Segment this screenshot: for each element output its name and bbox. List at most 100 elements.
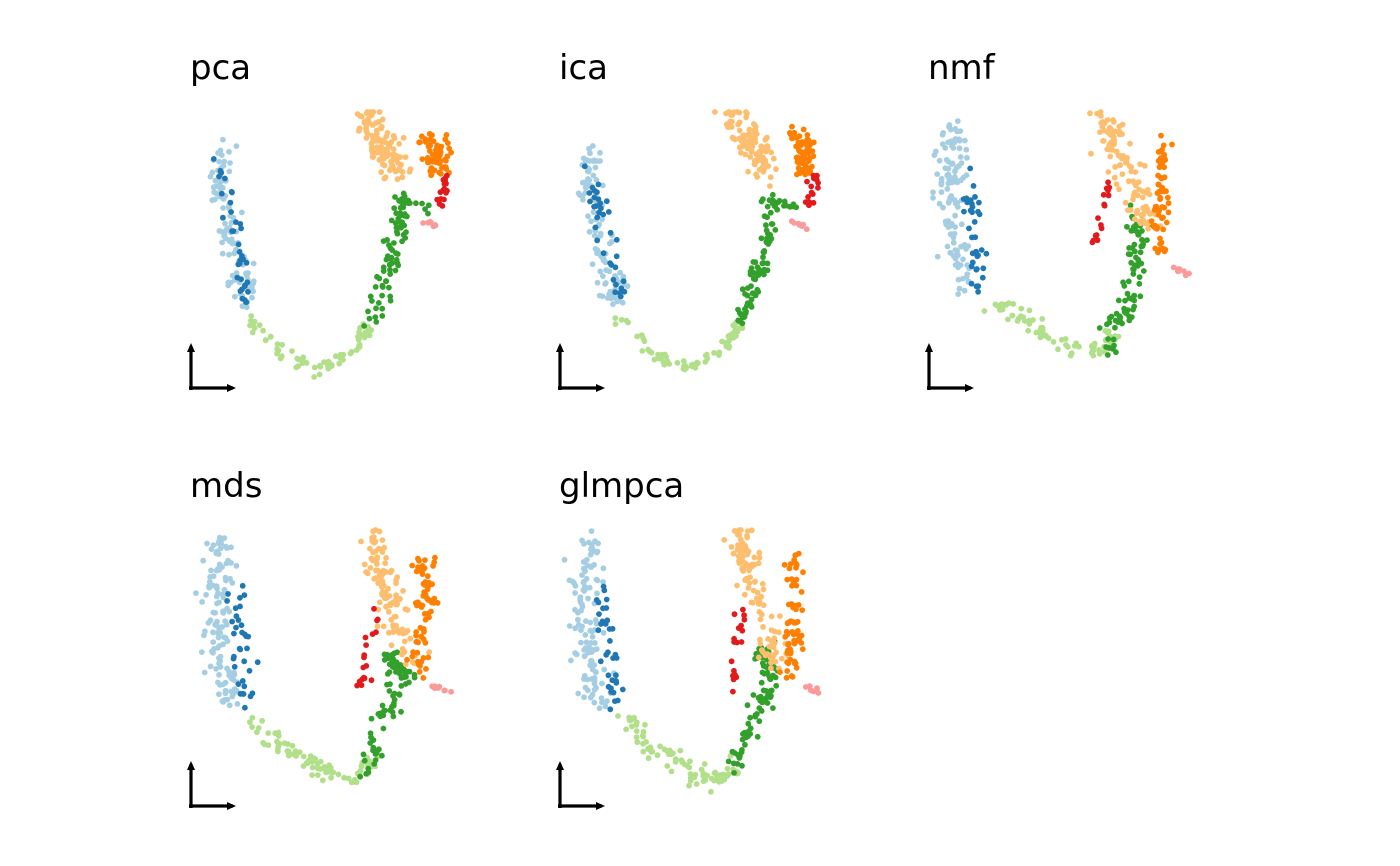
scatter-point-red bbox=[441, 196, 447, 203]
scatter-point-light-green bbox=[687, 758, 693, 765]
scatter-point-pink bbox=[448, 688, 454, 695]
scatter-point-dark-blue bbox=[587, 198, 593, 205]
scatter-point-dark-green bbox=[747, 714, 753, 721]
scatter-point-dark-blue bbox=[224, 598, 231, 604]
scatter-point-light-blue bbox=[578, 639, 584, 646]
scatter-point-light-blue bbox=[951, 230, 958, 237]
scatter-point-dark-green bbox=[767, 687, 774, 694]
scatter-point-orange bbox=[412, 600, 419, 606]
scatter-point-light-green bbox=[659, 351, 666, 358]
scatter-point-light-green bbox=[284, 741, 291, 747]
scatter-point-red bbox=[1094, 237, 1101, 244]
scatter-point-light-blue bbox=[931, 152, 938, 159]
scatter-point-orange bbox=[440, 164, 447, 171]
panel-title-glmpca: glmpca bbox=[559, 466, 684, 506]
scatter-point-orange bbox=[1155, 149, 1162, 155]
scatter-point-light-orange bbox=[382, 139, 389, 146]
scatter-point-orange bbox=[428, 132, 435, 139]
scatter-point-light-green bbox=[651, 356, 658, 363]
scatter-point-pink bbox=[1186, 270, 1192, 277]
scatter-point-light-blue bbox=[939, 131, 946, 138]
scatter-point-red bbox=[1098, 225, 1105, 232]
scatter-point-red bbox=[1090, 237, 1097, 244]
scatter-point-light-green bbox=[692, 771, 699, 778]
scatter-point-light-orange bbox=[1117, 162, 1124, 169]
scatter-point-pink bbox=[420, 220, 426, 226]
scatter-point-light-blue bbox=[226, 608, 233, 615]
scatter-point-dark-green bbox=[764, 235, 770, 242]
scatter-point-dark-blue bbox=[586, 190, 593, 196]
scatter-point-light-blue bbox=[233, 562, 240, 569]
scatter-point-light-blue bbox=[580, 196, 586, 203]
scatter-point-dark-green bbox=[735, 306, 741, 313]
panel-mds: mds bbox=[187, 466, 454, 810]
scatter-point-orange bbox=[448, 149, 454, 156]
scatter-point-light-green bbox=[328, 774, 334, 781]
scatter-point-light-blue bbox=[219, 591, 226, 598]
scatter-point-orange bbox=[798, 142, 805, 149]
scatter-point-dark-green bbox=[1133, 254, 1139, 261]
scatter-point-dark-green bbox=[379, 284, 386, 290]
scatter-point-light-green bbox=[356, 344, 363, 350]
scatter-point-dark-blue bbox=[621, 288, 628, 295]
scatter-point-light-orange bbox=[744, 562, 750, 569]
scatter-point-light-green bbox=[712, 769, 719, 776]
scatter-point-dark-blue bbox=[608, 685, 614, 692]
scatter-point-light-orange bbox=[376, 528, 383, 535]
scatter-point-light-green bbox=[668, 768, 675, 775]
scatter-point-dark-green bbox=[386, 284, 392, 291]
scatter-point-light-orange bbox=[1136, 186, 1143, 193]
scatter-point-light-orange bbox=[388, 642, 395, 649]
scatter-point-dark-green bbox=[740, 314, 746, 321]
scatter-point-dark-green bbox=[754, 733, 761, 740]
scatter-point-dark-green bbox=[764, 669, 771, 676]
scatter-point-light-blue bbox=[220, 608, 226, 615]
scatter-point-orange bbox=[430, 138, 437, 145]
scatter-point-red bbox=[1105, 179, 1111, 186]
scatter-point-light-orange bbox=[734, 531, 741, 538]
scatter-point-light-orange bbox=[728, 544, 735, 550]
scatter-point-dark-green bbox=[725, 758, 732, 765]
scatter-point-dark-green bbox=[761, 266, 768, 273]
scatter-point-light-blue bbox=[589, 547, 596, 554]
scatter-point-light-blue bbox=[226, 702, 233, 709]
scatter-point-light-orange bbox=[363, 110, 370, 117]
panel-title-pca: pca bbox=[190, 48, 251, 88]
scatter-point-light-blue bbox=[212, 196, 218, 203]
scatter-point-dark-blue bbox=[232, 605, 239, 612]
scatter-point-orange bbox=[791, 660, 798, 667]
scatter-point-dark-green bbox=[384, 651, 390, 658]
scatter-point-dark-green bbox=[387, 297, 394, 304]
scatter-point-dark-green bbox=[391, 205, 398, 212]
scatter-point-light-green bbox=[358, 762, 365, 769]
scatter-point-dark-green bbox=[739, 286, 746, 293]
scatter-point-light-green bbox=[633, 728, 640, 734]
scatter-point-light-orange bbox=[778, 655, 785, 662]
scatter-point-orange bbox=[793, 664, 800, 671]
scatter-point-dark-green bbox=[1108, 313, 1115, 320]
scatter-point-dark-green bbox=[752, 259, 759, 266]
scatter-point-orange bbox=[798, 640, 805, 646]
scatter-point-light-green bbox=[633, 722, 640, 728]
scatter-point-light-blue bbox=[206, 584, 213, 591]
scatter-point-light-blue bbox=[250, 278, 257, 285]
scatter-point-dark-green bbox=[387, 293, 394, 300]
scatter-point-light-orange bbox=[745, 548, 752, 555]
scatter-point-light-green bbox=[711, 350, 717, 356]
scatter-point-light-blue bbox=[222, 696, 228, 703]
scatter-point-orange bbox=[435, 157, 442, 164]
scatter-point-light-orange bbox=[376, 109, 383, 115]
scatter-point-light-green bbox=[1055, 346, 1061, 353]
scatter-point-light-blue bbox=[587, 150, 593, 157]
scatter-point-dark-green bbox=[422, 206, 428, 213]
scatter-point-light-orange bbox=[746, 126, 753, 133]
scatter-point-dark-green bbox=[1121, 309, 1128, 315]
scatter-point-pink bbox=[430, 223, 437, 230]
scatter-point-dark-green bbox=[747, 268, 754, 275]
scatter-point-light-blue bbox=[934, 171, 941, 178]
scatter-point-light-blue bbox=[963, 273, 970, 280]
scatter-point-red bbox=[1095, 215, 1101, 222]
scatter-point-light-orange bbox=[372, 575, 379, 581]
scatter-point-light-green bbox=[694, 359, 700, 366]
scatter-point-light-blue bbox=[203, 591, 210, 598]
